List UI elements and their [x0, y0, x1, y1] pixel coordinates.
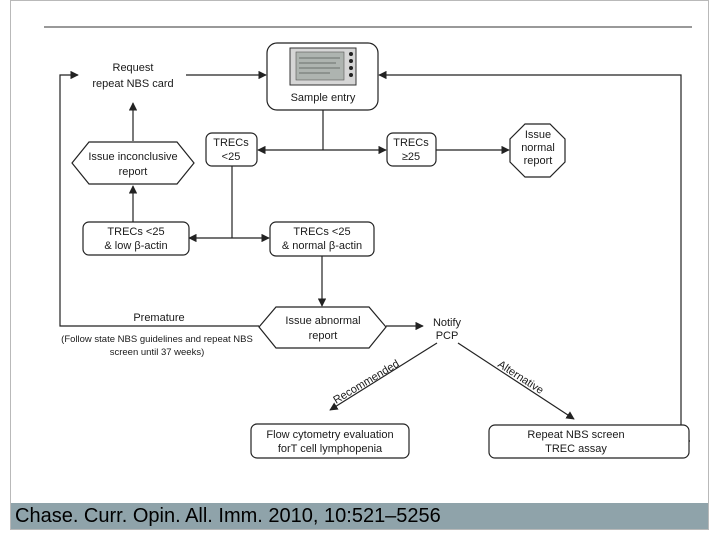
slide-frame [10, 0, 709, 530]
sample-entry-label: Sample entry [291, 92, 356, 104]
connector-recommended [329, 342, 438, 411]
issue-abnormal-node: Issue abnormal report [258, 306, 387, 349]
issue-normal-line3: report [524, 155, 553, 167]
premature-label: Premature [133, 312, 184, 324]
request-label-line1: Request [113, 62, 154, 74]
issue-abnormal-line2: report [309, 330, 338, 342]
repeat-line1: Repeat NBS screen [527, 429, 624, 441]
request-label-line2: repeat NBS card [92, 78, 173, 90]
connectors [59, 70, 690, 442]
issue-normal-line1: Issue [525, 129, 551, 141]
trecs-high-node: TRECs ≥25 [386, 132, 437, 167]
flow-line1: Flow cytometry evaluation [266, 429, 393, 441]
issue-inconclusive-line2: report [119, 166, 148, 178]
issue-inconclusive-node: Issue inconclusive report [71, 141, 195, 185]
alternative-label: Alternative [495, 358, 545, 396]
connector-premature-loop [59, 70, 259, 327]
low-actin-line1: TRECs <25 [107, 226, 164, 238]
citation-caption: Chase. Curr. Opin. All. Imm. 2010, 10:52… [11, 503, 708, 529]
trecs-low-actin-node: TRECs <25 & low β-actin [82, 221, 190, 256]
issue-normal-line2: normal [521, 142, 555, 154]
notify-line1: Notify [433, 317, 462, 329]
notify-line2: PCP [436, 330, 459, 342]
connector-alternative [457, 342, 575, 420]
notify-pcp-node: Notify PCP [433, 317, 462, 342]
issue-inconclusive-line1: Issue inconclusive [88, 151, 177, 163]
issue-normal-node: Issue normal report [509, 123, 566, 178]
flow-line2: forT cell lymphopenia [278, 443, 383, 455]
nbs-card-image [289, 47, 357, 86]
issue-abnormal-line1: Issue abnormal [285, 315, 360, 327]
trecs-high-line1: TRECs [393, 137, 429, 149]
trecs-high-line2: ≥25 [402, 151, 420, 163]
request-repeat-node: Request repeat NBS card [92, 62, 173, 90]
sample-entry-node: Sample entry [266, 42, 379, 111]
trecs-low-line1: TRECs [213, 137, 249, 149]
repeat-line2: TREC assay [545, 443, 607, 455]
low-actin-line2: & low β-actin [104, 240, 167, 252]
trecs-normal-actin-node: TRECs <25 & normal β-actin [269, 221, 375, 257]
flow-cytometry-node: Flow cytometry evaluation forT cell lymp… [250, 423, 410, 459]
repeat-screen-node: Repeat NBS screen TREC assay [488, 424, 690, 459]
trecs-low-node: TRECs <25 [205, 132, 258, 167]
trecs-low-line2: <25 [222, 151, 241, 163]
premature-note-line1: (Follow state NBS guidelines and repeat … [61, 334, 253, 345]
normal-actin-line2: & normal β-actin [282, 240, 362, 252]
premature-annotation: Premature (Follow state NBS guidelines a… [61, 312, 253, 358]
recommended-label: Recommended [331, 358, 401, 407]
premature-note-line2: screen until 37 weeks) [110, 347, 205, 358]
normal-actin-line1: TRECs <25 [293, 226, 350, 238]
